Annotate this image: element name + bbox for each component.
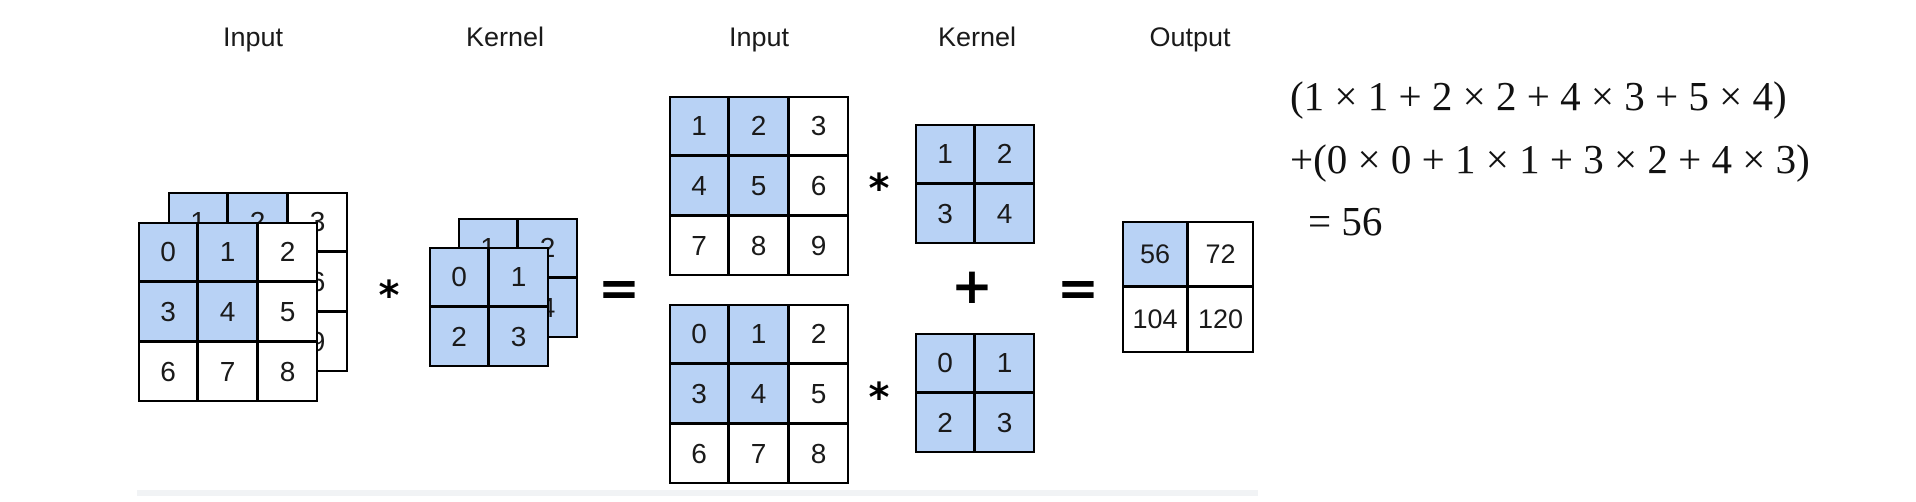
grid-cell: 3: [915, 183, 975, 244]
label-output: Output: [1149, 22, 1231, 52]
grid-cell: 56: [1122, 221, 1188, 287]
grid-cell: 2: [788, 304, 849, 364]
grid-cell: 2: [429, 306, 489, 367]
grid-cell: 1: [974, 333, 1035, 393]
equation-line-1: (1 × 1 + 2 × 2 + 4 × 3 + 5 × 4): [1290, 73, 1787, 119]
grid-cell: 8: [257, 341, 318, 402]
grid-cell: 6: [138, 341, 198, 402]
grid-cell: 72: [1187, 221, 1254, 287]
multiply-operator-bottom: *: [868, 375, 890, 421]
grid-cell: 2: [257, 222, 318, 282]
grid-cell: 4: [974, 183, 1035, 244]
grid-cell: 3: [974, 392, 1035, 453]
equation-line-3: = 56: [1308, 198, 1383, 244]
grid-cell: 6: [788, 155, 849, 216]
equals-operator-right: =: [1057, 259, 1099, 317]
grid-cell: 3: [488, 306, 549, 367]
grid-cell: 5: [257, 281, 318, 342]
grid-cell: 1: [197, 222, 258, 282]
grid-cell: 0: [138, 222, 198, 282]
equals-operator-left: =: [598, 259, 640, 317]
plus-operator: +: [951, 257, 993, 315]
grid-cell: 4: [728, 363, 789, 424]
label-kernel-left: Kernel: [465, 22, 545, 52]
grid-cell: 2: [728, 96, 789, 156]
grid-cell: 7: [197, 341, 258, 402]
label-kernel-mid: Kernel: [937, 22, 1017, 52]
grid-cell: 3: [669, 363, 729, 424]
grid-cell: 9: [788, 215, 849, 276]
multiply-operator-left: *: [378, 273, 400, 319]
grid-cell: 3: [788, 96, 849, 156]
equation-line-2: +(0 × 0 + 1 × 1 + 3 × 2 + 4 × 3): [1290, 136, 1810, 182]
grid-cell: 8: [728, 215, 789, 276]
grid-cell: 4: [669, 155, 729, 216]
multiply-operator-top: *: [868, 166, 890, 212]
grid-cell: 0: [429, 247, 489, 307]
grid-cell: 1: [728, 304, 789, 364]
grid-cell: 8: [788, 423, 849, 484]
grid-cell: 120: [1187, 286, 1254, 353]
grid-cell: 104: [1122, 286, 1188, 353]
grid-cell: 7: [728, 423, 789, 484]
grid-cell: 7: [669, 215, 729, 276]
grid-cell: 2: [915, 392, 975, 453]
grid-cell: 1: [669, 96, 729, 156]
grid-cell: 3: [138, 281, 198, 342]
grid-cell: 1: [488, 247, 549, 307]
grid-cell: 5: [788, 363, 849, 424]
grid-cell: 6: [669, 423, 729, 484]
label-input-mid: Input: [728, 22, 790, 52]
grid-cell: 0: [915, 333, 975, 393]
label-input-left: Input: [222, 22, 284, 52]
grid-cell: 2: [974, 124, 1035, 184]
grid-cell: 5: [728, 155, 789, 216]
grid-cell: 1: [915, 124, 975, 184]
grid-cell: 4: [197, 281, 258, 342]
grid-cell: 0: [669, 304, 729, 364]
